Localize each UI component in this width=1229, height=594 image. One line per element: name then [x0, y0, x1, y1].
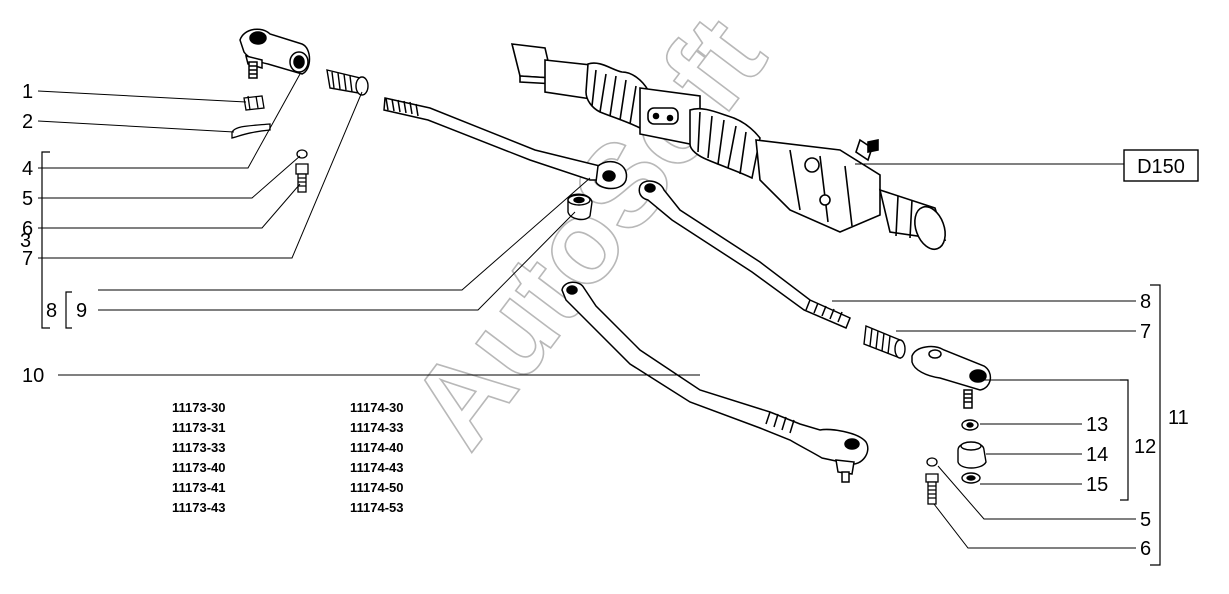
code-col2-row2: 11174-33	[350, 420, 404, 435]
callout-6-right: 6	[1140, 538, 1151, 560]
washer-bolt-upper	[295, 149, 309, 193]
bracket-label-12: 12	[1134, 436, 1156, 458]
tie-rod-upper	[383, 97, 628, 190]
callout-14: 14	[1086, 444, 1108, 466]
tie-rod-right	[638, 180, 851, 329]
leader-lines-left	[37, 73, 700, 376]
bracket-label-3: 3	[20, 230, 31, 252]
model-codes: 11173-30 11173-31 11173-33 11173-40 1117…	[172, 400, 404, 515]
code-col1-row4: 11173-40	[172, 460, 226, 475]
callout-9: 9	[76, 300, 87, 322]
adjusting-sleeve-right	[863, 324, 906, 360]
callout-5: 5	[22, 188, 33, 210]
code-col1-row3: 11173-33	[172, 440, 226, 455]
tie-rod-end-right	[911, 345, 992, 409]
castle-nut	[243, 95, 265, 111]
callout-15: 15	[1086, 474, 1108, 496]
code-col2-row4: 11174-43	[350, 460, 404, 475]
bracket-12	[1120, 379, 1129, 501]
callout-1: 1	[22, 81, 33, 103]
code-col2-row6: 11174-53	[350, 500, 404, 515]
bracket-label-8: 8	[46, 300, 57, 322]
callout-2: 2	[22, 111, 33, 133]
callout-5-right: 5	[1140, 509, 1151, 531]
tie-rod-lower	[561, 281, 869, 483]
reference-label: D150	[1137, 156, 1185, 178]
callout-13: 13	[1086, 414, 1108, 436]
cotter-pin	[231, 123, 271, 139]
callout-8-right: 8	[1140, 291, 1151, 313]
leader-lines-right	[832, 300, 1136, 549]
code-col2-row5: 11174-50	[350, 480, 404, 495]
code-col1-row6: 11173-43	[172, 500, 226, 515]
reference-box	[1123, 149, 1199, 182]
steering-rack	[510, 43, 947, 251]
bracket-8	[65, 291, 72, 329]
washer-bolt-lower	[925, 457, 939, 505]
boot-assembly	[957, 419, 987, 484]
callout-4: 4	[22, 158, 33, 180]
code-col1-row5: 11173-41	[172, 480, 226, 495]
code-col1-row1: 11173-30	[172, 400, 226, 415]
code-col2-row1: 11174-30	[350, 400, 404, 415]
callout-7: 7	[22, 248, 33, 270]
bracket-label-11: 11	[1168, 407, 1189, 429]
code-col1-row2: 11173-31	[172, 420, 226, 435]
bracket-3	[41, 151, 50, 329]
adjusting-sleeve-upper	[326, 69, 369, 96]
callout-10: 10	[22, 365, 44, 387]
code-col2-row3: 11174-40	[350, 440, 404, 455]
callout-7-right: 7	[1140, 321, 1151, 343]
bracket-11	[1150, 284, 1161, 566]
callout-6: 6	[22, 218, 33, 240]
tie-rod-end-upper	[239, 28, 311, 79]
